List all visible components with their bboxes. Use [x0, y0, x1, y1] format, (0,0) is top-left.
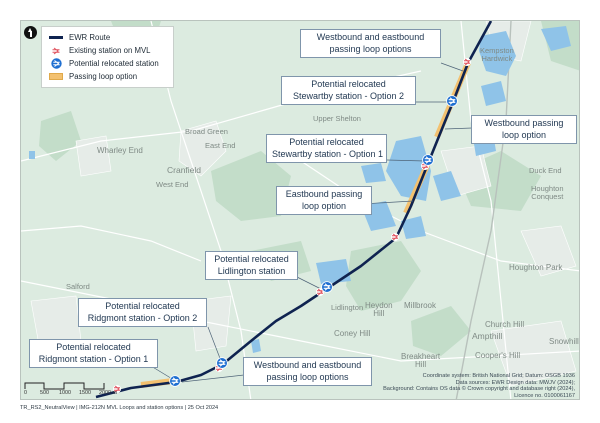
scale-tick-1000: 1000 — [59, 390, 71, 396]
route-line-icon — [48, 33, 64, 43]
existing-station-icon — [48, 46, 64, 56]
legend-item-relocated-station: Potential relocated station — [48, 57, 167, 70]
map-graphics — [21, 21, 579, 399]
place-label-salford: Salford — [66, 282, 90, 291]
urban-areas — [30, 21, 577, 387]
legend-item-passing-loop: Passing loop option — [48, 70, 167, 83]
scale-bar-graphic — [24, 382, 105, 390]
place-label-east-end: East End — [205, 141, 236, 150]
place-label-upper-shelton: Upper Shelton — [313, 114, 361, 123]
place-label-duck-end: Duck End — [529, 166, 562, 175]
place-label-houghton-park: Houghton Park — [509, 263, 563, 272]
north-arrow-icon — [24, 26, 37, 39]
passing-loop-icon — [48, 72, 64, 82]
place-label-lidlington: Lidlington — [331, 303, 364, 312]
scale-tick-1500: 1500 — [79, 390, 91, 396]
figure-footer: TR_RS2_NeutralView | IMG-212N MVL Loops … — [20, 405, 219, 411]
map-legend: EWR Route Existing station on MVL Potent… — [41, 26, 174, 88]
railway-line — [455, 21, 512, 399]
passing-loop-ridgmont — [140, 378, 174, 388]
place-label-wharley-end: Wharley End — [97, 146, 143, 155]
place-label-church-hill: Church Hill — [485, 320, 525, 329]
place-label-snowhill: Snowhill — [549, 337, 579, 346]
legend-item-ewr-route: EWR Route — [48, 31, 167, 44]
legend-item-existing-station: Existing station on MVL — [48, 44, 167, 57]
place-label-west-end: West End — [156, 180, 189, 189]
scale-tick-500: 500 — [40, 390, 49, 396]
scale-bar: 0 500 1000 1500 2000 m — [24, 380, 124, 398]
relocated-station-icon — [48, 58, 64, 69]
place-label-coney-hill: Coney Hill — [334, 329, 371, 338]
place-label-coopers-hill: Cooper's Hill — [475, 351, 521, 360]
scale-tick-2000: 2000 m — [99, 390, 117, 396]
place-label-millbrook: Millbrook — [404, 301, 437, 310]
place-label-broad-green: Broad Green — [185, 127, 228, 136]
place-label-ampthill: Ampthill — [472, 331, 503, 341]
place-label-cranfield: Cranfield — [167, 165, 202, 175]
scale-tick-0: 0 — [24, 390, 27, 396]
map-credits: Coordinate system: British National Grid… — [383, 373, 575, 399]
